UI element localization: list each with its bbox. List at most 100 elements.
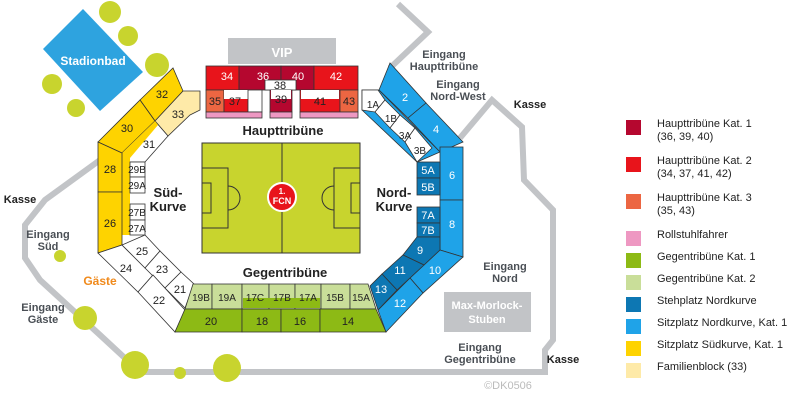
max-morlock-stuben xyxy=(444,292,531,332)
legend-item: Gegentribüne Kat. 2 xyxy=(626,273,800,295)
gaeste-label: Gäste xyxy=(83,274,117,288)
section-label: 7A xyxy=(421,210,435,222)
swatch xyxy=(626,275,641,290)
section-29A[interactable] xyxy=(129,176,146,194)
section-label: 25 xyxy=(136,246,148,258)
suedkurve-stand: 32 33 30 31 28 26 29B 29A 27B 27A 25 24 … xyxy=(97,67,201,333)
section-label: 27A xyxy=(128,224,146,235)
gap xyxy=(247,89,263,113)
stadionbad-building xyxy=(43,9,143,111)
section-label: 38 xyxy=(274,80,286,92)
section-label: 6 xyxy=(449,170,455,182)
section-label: 3B xyxy=(414,146,427,157)
svg-text:Eingang: Eingang xyxy=(422,49,465,61)
svg-text:Haupttribüne: Haupttribüne xyxy=(410,61,478,73)
section-label: 33 xyxy=(172,109,184,121)
swatch xyxy=(626,231,641,246)
gegentribuene-label: Gegentribüne xyxy=(243,265,328,280)
section-label: 43 xyxy=(343,96,355,108)
section-label: 18 xyxy=(256,316,268,328)
section-label: 17A xyxy=(299,293,317,304)
svg-text:Nord-West: Nord-West xyxy=(430,91,486,103)
section-label: 10 xyxy=(429,265,441,277)
legend-item: Stehplatz Nordkurve xyxy=(626,295,800,317)
svg-text:Gäste: Gäste xyxy=(28,314,59,326)
legend: Haupttribüne Kat. 1(36, 39, 40) Haupttri… xyxy=(626,118,800,383)
swatch xyxy=(626,120,641,135)
section-label: 31 xyxy=(143,139,155,151)
section-label: 4 xyxy=(433,124,439,136)
legend-item: Familienblock (33) xyxy=(626,361,800,383)
entrance-labels: Eingang Haupttribüne Eingang Nord-West K… xyxy=(4,49,579,392)
svg-text:Eingang: Eingang xyxy=(21,302,64,314)
fcn-logo xyxy=(267,182,297,212)
section-label: 12 xyxy=(394,298,406,310)
legend-item: Rollstuhlfahrer xyxy=(626,229,800,251)
section-label: 19B xyxy=(192,293,210,304)
svg-text:Eingang: Eingang xyxy=(483,261,526,273)
legend-item: Haupttribüne Kat. 2(34, 37, 41, 42) xyxy=(626,155,800,192)
nordkurve-label: Kurve xyxy=(376,199,413,214)
section-label: 15B xyxy=(326,293,344,304)
stadionbad-label: Stadionbad xyxy=(60,54,125,68)
section-label: 22 xyxy=(153,295,165,307)
section-label: 13 xyxy=(375,284,387,296)
section-label: 8 xyxy=(449,219,455,231)
walkways xyxy=(22,1,556,375)
section-label: 29A xyxy=(128,181,146,192)
section-label: 21 xyxy=(174,284,186,296)
nordkurve-label: Nord- xyxy=(377,185,412,200)
section-label: 2 xyxy=(402,92,408,104)
svg-text:Kasse: Kasse xyxy=(514,99,546,111)
section-27A[interactable] xyxy=(129,219,146,236)
trees xyxy=(42,1,241,382)
haupttribuene-stand: 34 36 40 42 38 35 37 39 41 43 xyxy=(205,65,359,119)
wheelchair-area xyxy=(299,111,359,119)
vip-label: VIP xyxy=(272,45,293,60)
fcn-logo-text: 1. xyxy=(279,187,286,196)
section-label: 20 xyxy=(205,316,217,328)
legend-item: Sitzplatz Nordkurve, Kat. 1 xyxy=(626,317,800,339)
svg-text:Nord: Nord xyxy=(492,273,518,285)
svg-text:Kasse: Kasse xyxy=(4,194,36,206)
fcn-logo-text: FCN xyxy=(273,196,292,206)
section-label: 28 xyxy=(104,164,116,176)
section-13[interactable] xyxy=(369,273,398,311)
section-label: 35 xyxy=(209,96,221,108)
section-42[interactable] xyxy=(313,65,359,91)
max-morlock-label: Max-Morlock- xyxy=(452,300,523,312)
copyright: ©DK0506 xyxy=(484,380,532,392)
section-label: 42 xyxy=(330,71,342,83)
haupttribuene-label: Haupttribüne xyxy=(243,123,324,138)
section-5B[interactable] xyxy=(416,177,441,196)
section-label: 36 xyxy=(257,71,269,83)
section-label: 27B xyxy=(128,208,146,219)
swatch xyxy=(626,194,641,209)
section-label: 5A xyxy=(421,165,435,177)
swatch xyxy=(626,253,641,268)
section-label: 17B xyxy=(273,293,291,304)
swatch xyxy=(626,157,641,172)
section-3B[interactable] xyxy=(404,127,433,163)
section-label: 16 xyxy=(294,316,306,328)
max-morlock-label: Stuben xyxy=(468,314,506,326)
section-9[interactable] xyxy=(402,236,441,266)
section-label: 37 xyxy=(229,96,241,108)
suedkurve-label: Süd- xyxy=(154,185,183,200)
svg-text:Eingang: Eingang xyxy=(436,79,479,91)
wheelchair-area xyxy=(205,111,263,119)
section-label: 19A xyxy=(218,293,236,304)
section-label: 7B xyxy=(421,225,434,237)
section-label: 3A xyxy=(399,131,412,142)
section-label: 30 xyxy=(121,123,133,135)
section-label: 11 xyxy=(394,265,405,277)
svg-text:Eingang: Eingang xyxy=(26,229,69,241)
section-label: 29B xyxy=(128,165,146,176)
section-label: 26 xyxy=(104,218,116,230)
section-label: 1A xyxy=(367,100,380,111)
legend-item: Haupttribüne Kat. 3(35, 43) xyxy=(626,192,800,229)
section-label: 40 xyxy=(292,71,304,83)
swatch xyxy=(626,341,641,356)
wheelchair-area xyxy=(269,111,293,119)
